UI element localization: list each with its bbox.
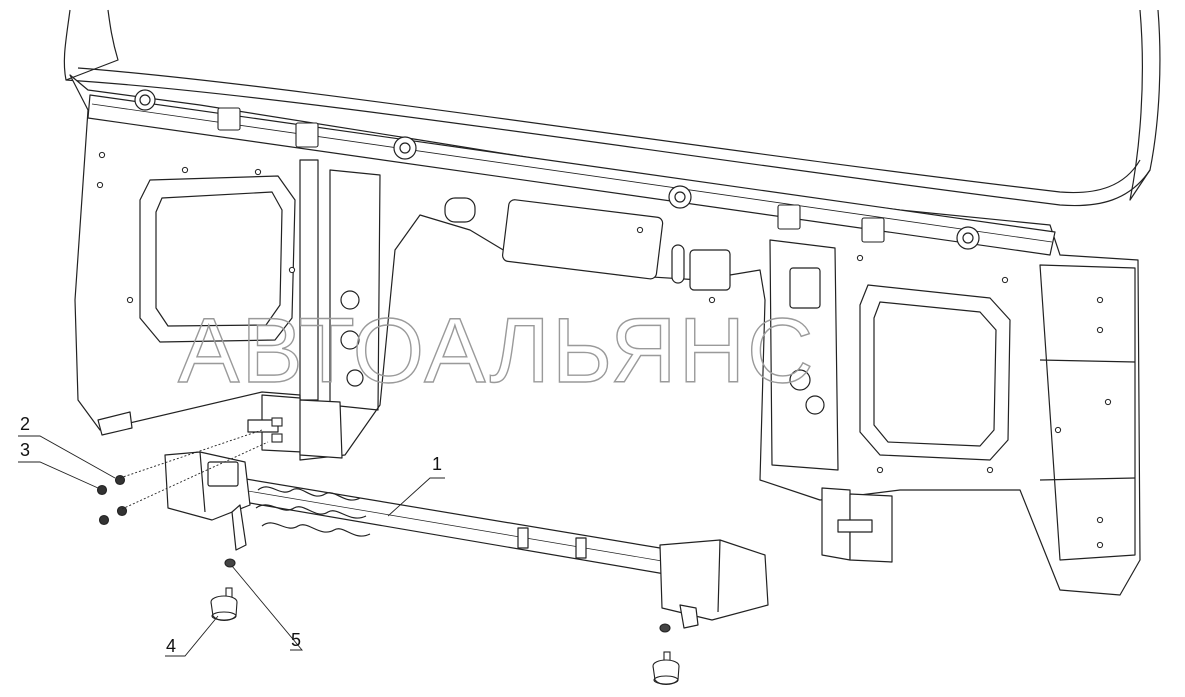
label-5: 5	[291, 630, 301, 650]
washer-right	[659, 623, 671, 633]
label-3: 3	[20, 440, 30, 460]
leader-lines	[18, 429, 445, 657]
rear-cab-panel	[63, 9, 1161, 596]
watermark: АВТОАЛЬЯНС	[178, 300, 816, 402]
washer-5	[224, 558, 236, 568]
nut-3a	[96, 484, 108, 496]
fasteners	[96, 417, 680, 686]
label-1: 1	[432, 454, 442, 474]
rubber-mount-right	[652, 651, 680, 686]
label-2: 2	[20, 414, 30, 434]
nut-2b	[116, 505, 128, 517]
rubber-mount-4	[210, 587, 238, 622]
label-4: 4	[166, 636, 176, 656]
nut-2a	[114, 474, 126, 486]
nut-3b	[98, 514, 110, 526]
cross-beam	[164, 451, 769, 629]
callout-labels: 1 2 3 4 5	[20, 414, 442, 656]
